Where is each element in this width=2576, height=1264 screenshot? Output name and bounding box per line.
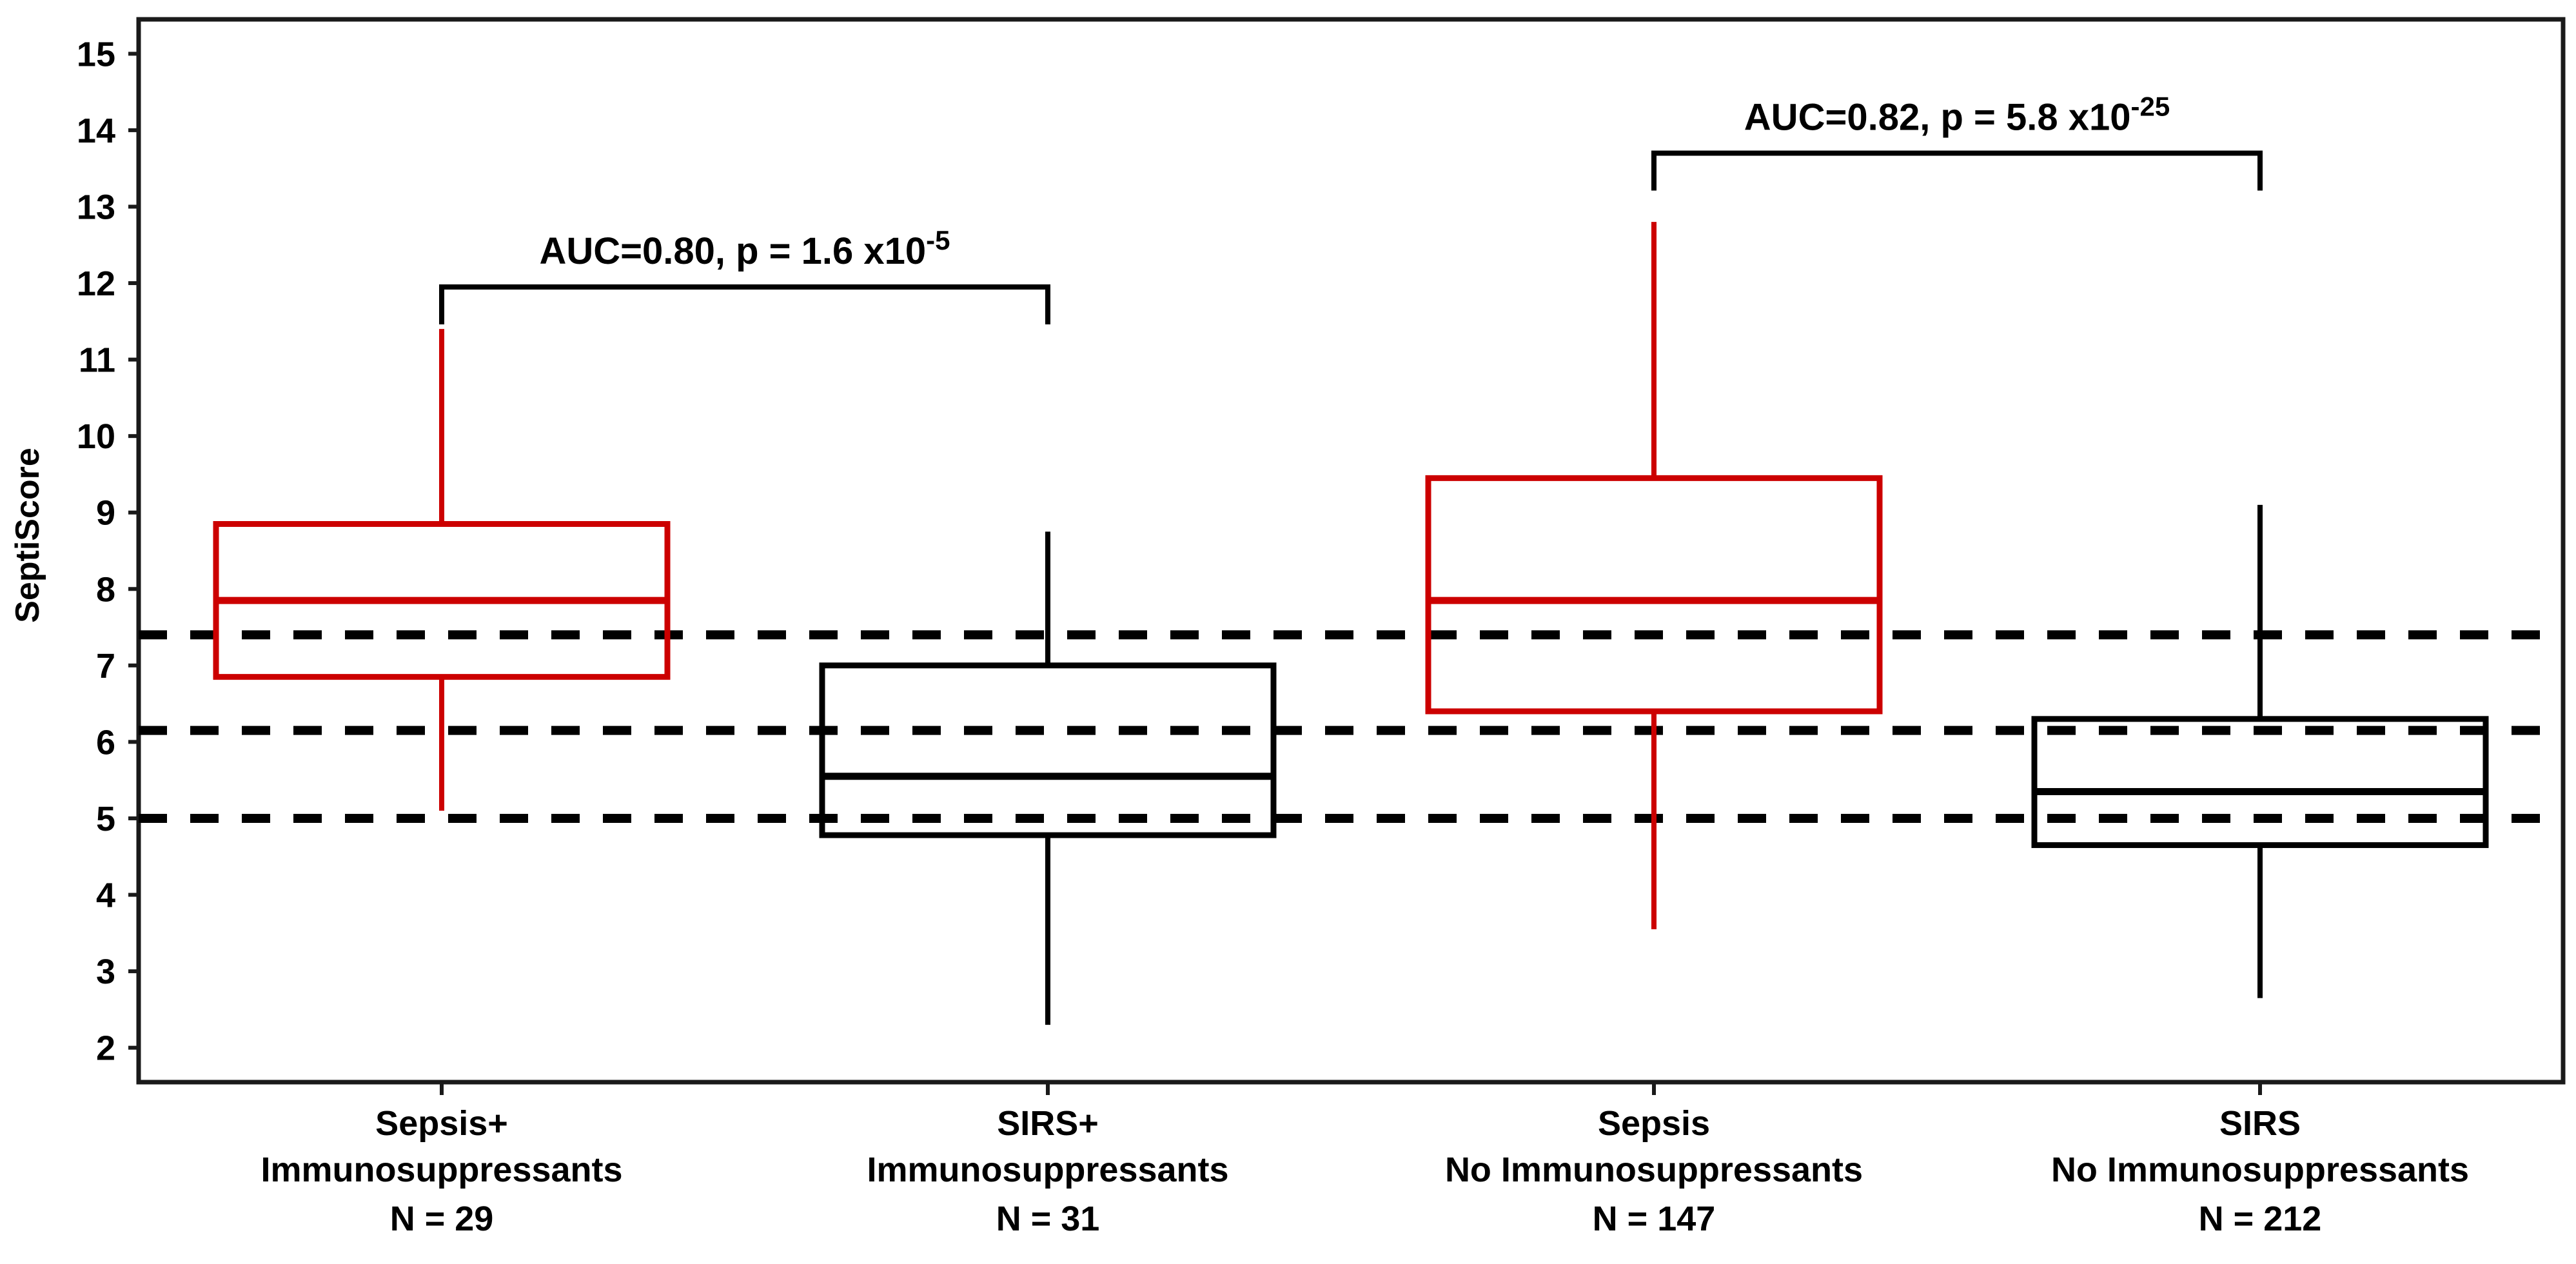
plot-frame bbox=[136, 17, 2566, 1085]
category-label-sepsis-no-immunosuppressants-line3: N = 147 bbox=[1593, 1200, 1716, 1238]
x-axis-ticks bbox=[440, 1082, 2262, 1095]
y-axis-title: SeptiScore bbox=[9, 448, 46, 623]
y-tick-label-2: 2 bbox=[96, 1029, 115, 1068]
y-tick-label-6: 6 bbox=[96, 723, 115, 762]
annotation-labels: AUC=0.80, p = 1.6 x10-5 AUC=0.82, p = 5.8… bbox=[539, 91, 2170, 272]
y-axis-tick-labels: 15 14 13 12 11 10 9 8 7 6 5 4 3 2 bbox=[77, 35, 115, 1067]
box-iqr bbox=[2031, 716, 2489, 848]
y-tick-label-15: 15 bbox=[77, 35, 115, 74]
y-tick-label-9: 9 bbox=[96, 494, 115, 533]
y-tick-label-8: 8 bbox=[96, 570, 115, 609]
category-label-sirs-no-immunosuppressants-line1: SIRS bbox=[2219, 1104, 2301, 1143]
boxplot-sepsis-immunosuppressants bbox=[213, 329, 671, 811]
category-label-sirs-immunosuppressants-line1: SIRS+ bbox=[997, 1104, 1099, 1143]
y-axis-ticks bbox=[128, 52, 139, 1050]
boxplot-series bbox=[213, 222, 2489, 1025]
category-labels: Sepsis+ Immunosuppressants N = 29 SIRS+ Immu… bbox=[261, 1104, 2469, 1238]
boxplot-sirs-immunosuppressants bbox=[819, 531, 1277, 1025]
y-tick-label-12: 12 bbox=[77, 264, 115, 303]
y-tick-label-10: 10 bbox=[77, 417, 115, 456]
box-iqr bbox=[819, 662, 1277, 838]
annotation-exponent-comparison-1: -5 bbox=[926, 225, 950, 255]
annotation-main-comparison-1: AUC=0.80, p = 1.6 x10 bbox=[539, 230, 926, 272]
category-label-sirs-immunosuppressants-line2: Immunosuppressants bbox=[867, 1150, 1228, 1189]
category-label-sepsis-no-immunosuppressants-line1: Sepsis bbox=[1598, 1104, 1710, 1143]
annotation-main-comparison-2: AUC=0.82, p = 5.8 x10 bbox=[1744, 96, 2131, 138]
annotation-exponent-comparison-2: -25 bbox=[2130, 91, 2170, 121]
y-tick-label-14: 14 bbox=[77, 112, 115, 150]
boxplot-sirs-no-immunosuppressants bbox=[2031, 504, 2489, 998]
box-iqr bbox=[1425, 475, 1883, 715]
bracket-comparison-1 bbox=[439, 284, 1050, 324]
y-axis-title-text: SeptiScore bbox=[9, 448, 46, 623]
category-label-sepsis-immunosuppressants-line1: Sepsis+ bbox=[375, 1104, 508, 1143]
category-label-sirs-no-immunosuppressants-line3: N = 212 bbox=[2199, 1200, 2322, 1238]
annotation-text-comparison-1: AUC=0.80, p = 1.6 x10-5 bbox=[539, 225, 950, 272]
category-label-sepsis-immunosuppressants-line3: N = 29 bbox=[390, 1200, 494, 1238]
y-tick-label-3: 3 bbox=[96, 953, 115, 991]
bracket-comparison-2 bbox=[1651, 150, 2263, 191]
category-label-sirs-no-immunosuppressants-line2: No Immunosuppressants bbox=[2051, 1150, 2469, 1189]
annotation-brackets bbox=[439, 150, 2263, 324]
category-label-sepsis-no-immunosuppressants-line2: No Immunosuppressants bbox=[1445, 1150, 1863, 1189]
boxplot-sepsis-no-immunosuppressants bbox=[1425, 222, 1883, 929]
y-tick-label-5: 5 bbox=[96, 800, 115, 838]
reference-lines bbox=[139, 630, 2563, 823]
category-label-sirs-immunosuppressants-line3: N = 31 bbox=[996, 1200, 1100, 1238]
y-tick-label-4: 4 bbox=[96, 876, 115, 915]
y-tick-label-7: 7 bbox=[96, 647, 115, 686]
category-label-sepsis-immunosuppressants-line2: Immunosuppressants bbox=[261, 1150, 622, 1189]
annotation-text-comparison-2: AUC=0.82, p = 5.8 x10-25 bbox=[1744, 91, 2170, 138]
y-tick-label-11: 11 bbox=[79, 341, 115, 380]
y-tick-label-13: 13 bbox=[77, 188, 115, 226]
